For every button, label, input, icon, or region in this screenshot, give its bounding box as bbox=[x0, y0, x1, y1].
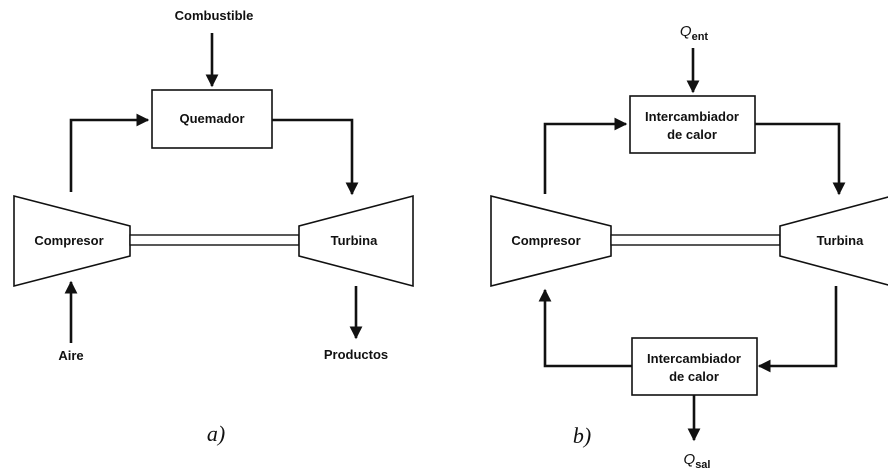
turbine-label-b: Turbina bbox=[817, 233, 864, 248]
burner-to-turbine-flow bbox=[272, 118, 359, 196]
compressor-shape bbox=[13, 194, 131, 288]
heat-exchanger-top-box bbox=[629, 95, 756, 154]
heat-exchanger-top-label-line1: Intercambiador bbox=[645, 109, 739, 124]
heat-out-label: Qsal bbox=[684, 451, 711, 471]
products-label: Productos bbox=[324, 347, 388, 362]
turbine-shape bbox=[298, 194, 414, 288]
caption-b: b) bbox=[573, 423, 591, 448]
fuel-label: Combustible bbox=[175, 8, 254, 23]
turbine-shape-b bbox=[779, 196, 888, 286]
diagram-b: Qent Intercambiador de calor Compresor T… bbox=[490, 23, 888, 471]
shaft bbox=[129, 234, 300, 246]
heat-in-label: Qent bbox=[680, 23, 709, 43]
heat-exchanger-bottom-label-line1: Intercambiador bbox=[647, 351, 741, 366]
diagram-a: Combustible Quemador Compresor Turbina A… bbox=[13, 8, 414, 446]
heat-exchanger-bottom-box bbox=[631, 337, 758, 396]
compressor-label: Compresor bbox=[34, 233, 103, 248]
air-label: Aire bbox=[58, 348, 83, 363]
turbine-label: Turbina bbox=[331, 233, 378, 248]
burner-label: Quemador bbox=[179, 111, 244, 126]
compressor-shape-b bbox=[490, 194, 612, 288]
turbine-to-bottom-hx-flow bbox=[757, 286, 838, 373]
top-hx-to-turbine-flow bbox=[755, 122, 846, 196]
bottom-hx-to-compressor-flow bbox=[538, 288, 632, 368]
heat-exchanger-top-label-line2: de calor bbox=[667, 127, 717, 142]
compressor-to-top-hx-flow bbox=[543, 117, 628, 194]
compressor-label-b: Compresor bbox=[511, 233, 580, 248]
heat-exchanger-bottom-label-line2: de calor bbox=[669, 369, 719, 384]
compressor-to-burner-flow bbox=[69, 113, 150, 192]
shaft-b bbox=[610, 234, 781, 246]
caption-a: a) bbox=[207, 421, 225, 446]
